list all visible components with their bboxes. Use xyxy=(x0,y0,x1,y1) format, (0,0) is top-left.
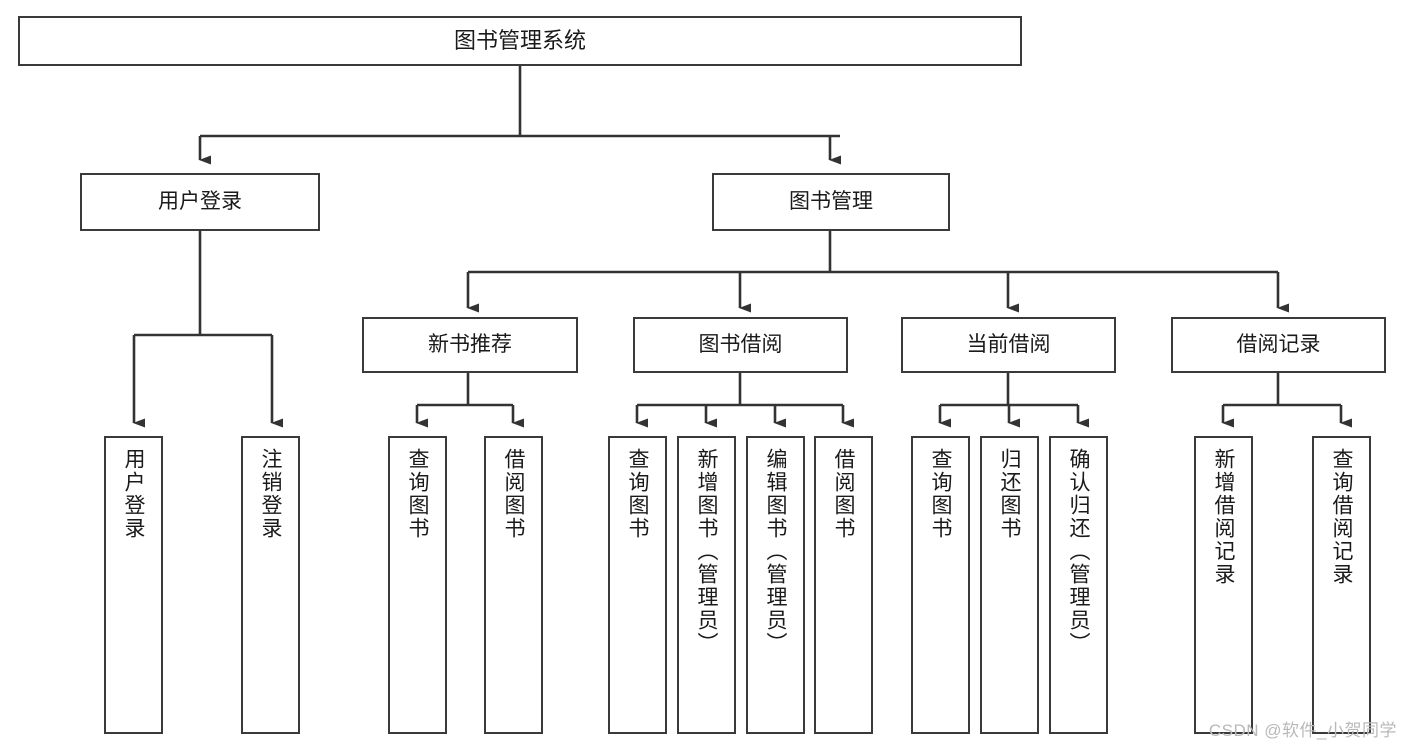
leaf-borrow-book-label: 借阅图书 xyxy=(832,448,855,540)
leaf-query-borrow-record[interactable]: 查询借阅记录 xyxy=(1312,436,1371,734)
leaf-query-book-recommend-label: 查询图书 xyxy=(406,448,429,540)
leaf-user-login[interactable]: 用户登录 xyxy=(104,436,163,734)
node-current-borrow-label: 当前借阅 xyxy=(966,332,1051,356)
leaf-return-book-label: 归还图书 xyxy=(998,448,1021,540)
leaf-edit-book-admin[interactable]: 编辑图书（管理员） xyxy=(746,436,805,734)
node-book-management[interactable]: 图书管理 xyxy=(712,173,950,231)
leaf-query-borrow-record-label: 查询借阅记录 xyxy=(1330,448,1353,586)
leaf-borrow-book-recommend[interactable]: 借阅图书 xyxy=(484,436,543,734)
node-user-login[interactable]: 用户登录 xyxy=(80,173,320,231)
leaf-add-book-admin[interactable]: 新增图书（管理员） xyxy=(677,436,736,734)
node-root[interactable]: 图书管理系统 xyxy=(18,16,1022,66)
leaf-user-login-label: 用户登录 xyxy=(122,448,145,540)
leaf-add-borrow-record[interactable]: 新增借阅记录 xyxy=(1194,436,1253,734)
node-root-label: 图书管理系统 xyxy=(453,28,586,54)
leaf-query-book-current[interactable]: 查询图书 xyxy=(911,436,970,734)
leaf-borrow-book-recommend-label: 借阅图书 xyxy=(502,448,525,540)
leaf-query-book-recommend[interactable]: 查询图书 xyxy=(388,436,447,734)
leaf-add-book-admin-label: 新增图书（管理员） xyxy=(695,448,718,655)
leaf-logout[interactable]: 注销登录 xyxy=(241,436,300,734)
leaf-query-book-current-label: 查询图书 xyxy=(929,448,952,540)
leaf-edit-book-admin-label: 编辑图书（管理员） xyxy=(764,448,787,655)
node-borrow-record-label: 借阅记录 xyxy=(1236,332,1321,356)
node-book-borrow[interactable]: 图书借阅 xyxy=(633,317,848,373)
node-user-login-label: 用户登录 xyxy=(158,189,242,213)
watermark: CSDN @软件_小贺同学 xyxy=(1208,721,1397,740)
node-current-borrow[interactable]: 当前借阅 xyxy=(901,317,1116,373)
leaf-return-book[interactable]: 归还图书 xyxy=(980,436,1039,734)
leaf-borrow-book[interactable]: 借阅图书 xyxy=(814,436,873,734)
leaf-query-book-borrow[interactable]: 查询图书 xyxy=(608,436,667,734)
leaf-confirm-return-admin[interactable]: 确认归还（管理员） xyxy=(1049,436,1108,734)
leaf-add-borrow-record-label: 新增借阅记录 xyxy=(1212,448,1235,586)
leaf-query-book-borrow-label: 查询图书 xyxy=(626,448,649,540)
node-new-book-recommend[interactable]: 新书推荐 xyxy=(362,317,578,373)
node-book-borrow-label: 图书借阅 xyxy=(698,332,783,356)
node-borrow-record[interactable]: 借阅记录 xyxy=(1171,317,1386,373)
leaf-logout-label: 注销登录 xyxy=(259,448,282,540)
node-new-book-recommend-label: 新书推荐 xyxy=(428,332,512,356)
node-book-management-label: 图书管理 xyxy=(789,189,873,213)
leaf-confirm-return-admin-label: 确认归还（管理员） xyxy=(1067,448,1090,655)
